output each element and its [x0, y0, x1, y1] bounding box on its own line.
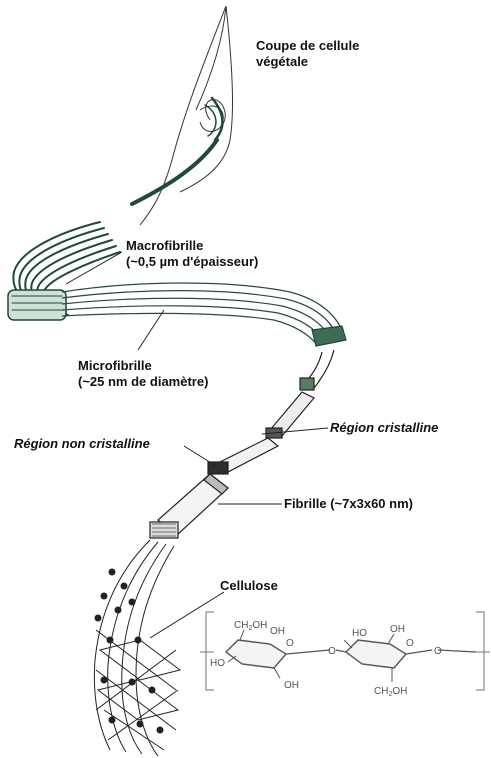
formula-o-end: O	[434, 646, 442, 657]
label-non-crystalline-region: Région non cristalline	[14, 436, 150, 452]
leader-macrofibril	[66, 252, 122, 284]
label-macrofibril-line2: (~0,5 µm d'épaisseur)	[126, 254, 258, 270]
cellulose-formula: CH2OH OH O HO OH O HO OH O CH2OH O	[200, 612, 490, 698]
macrofibril-bundle	[8, 222, 120, 320]
label-microfibril-line2: (~25 nm de diamètre)	[78, 374, 208, 390]
bracket-right	[476, 612, 484, 690]
label-macrofibril: Macrofibrille (~0,5 µm d'épaisseur)	[126, 238, 258, 270]
glucose-ring-2	[346, 640, 406, 668]
leader-non-crystalline	[184, 446, 216, 466]
label-crystalline-region: Région cristalline	[330, 420, 438, 436]
microfibril-band	[62, 283, 346, 346]
label-macrofibril-line1: Macrofibrille	[126, 238, 258, 254]
formula-ch2oh-bottom: CH2OH	[374, 686, 407, 698]
formula-o-bridge: O	[328, 646, 336, 657]
formula-ho-1: HO	[210, 658, 225, 669]
formula-oh-2: OH	[284, 680, 299, 691]
label-microfibril: Microfibrille (~25 nm de diamètre)	[78, 358, 208, 390]
label-microfibril-line1: Microfibrille	[78, 358, 208, 374]
leader-cellulose	[150, 592, 224, 638]
label-cell-section: Coupe de cellule végétale	[256, 38, 359, 70]
label-cell-section-line2: végétale	[256, 54, 359, 70]
label-cell-section-line1: Coupe de cellule	[256, 38, 359, 54]
bracket-left	[206, 612, 214, 690]
cell-wall-green-strokes	[132, 98, 222, 204]
formula-oh-3: OH	[390, 624, 405, 635]
glucose-ring-1	[226, 640, 286, 668]
formula-ch2oh-top: CH2OH	[234, 620, 267, 632]
formula-oh-1: OH	[270, 626, 285, 637]
formula-o-ring-1: O	[286, 638, 294, 649]
formula-o-ring-2: O	[406, 638, 414, 649]
label-fibril: Fibrille (~7x3x60 nm)	[284, 496, 413, 512]
formula-ho-2: HO	[352, 628, 367, 639]
leader-microfibril	[138, 310, 164, 350]
label-cellulose: Cellulose	[220, 578, 278, 594]
